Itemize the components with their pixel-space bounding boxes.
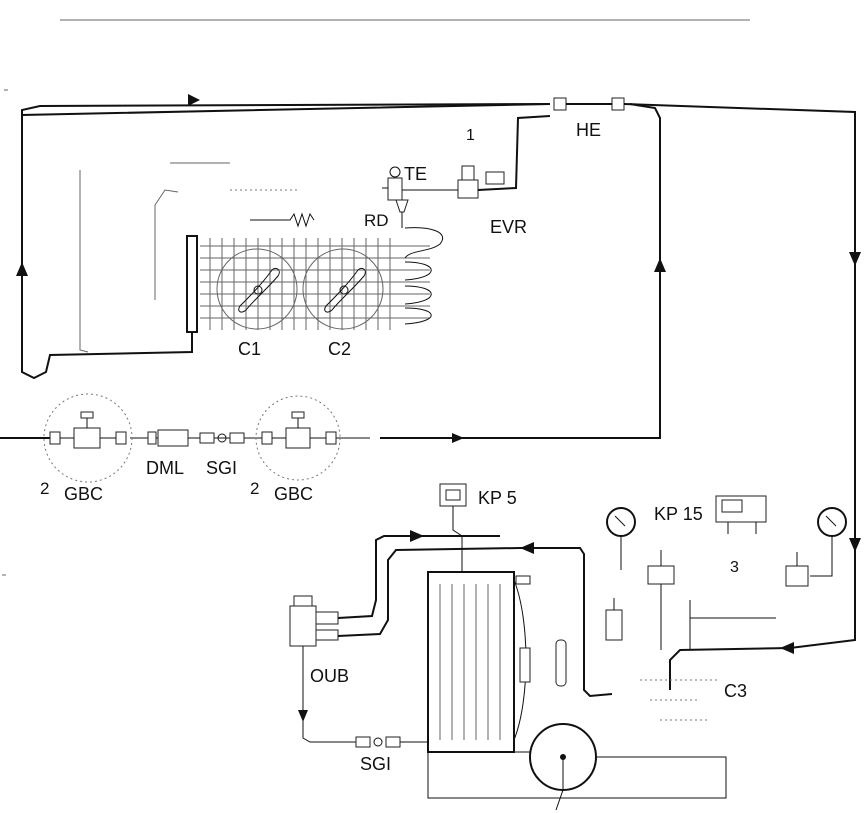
label-kp15: KP 15 <box>654 504 703 524</box>
evaporator-coil <box>200 227 443 330</box>
label-num3: 3 <box>730 559 739 576</box>
flow-arrow-middle <box>452 433 464 443</box>
ball-valve-gbc-right <box>255 395 341 481</box>
flow-arrow-right-mid <box>654 258 666 272</box>
flow-arrow-left-up <box>16 262 28 276</box>
flow-arrow-right-down2 <box>849 538 861 552</box>
pressure-gauge-right <box>810 507 847 577</box>
solenoid-valve-evr <box>430 115 551 199</box>
label-dml: DML <box>146 458 184 478</box>
label-he: HE <box>576 120 601 140</box>
label-num1: 1 <box>466 127 475 144</box>
label-kp5: KP 5 <box>478 488 517 508</box>
pressure-gauge-left <box>606 507 636 570</box>
heat-exchanger-he <box>553 97 625 111</box>
service-valve-center <box>647 550 675 585</box>
condenser-block <box>427 571 567 753</box>
label-gbc-right-number: 2 <box>250 479 259 498</box>
flow-arrow-right-left <box>780 642 794 654</box>
evaporator-housing <box>79 162 315 353</box>
sight-glass-sgi-bottom <box>355 736 401 748</box>
pressure-switch-kp15 <box>715 495 767 534</box>
flow-arrow-right-down1 <box>849 252 861 266</box>
suction-accumulator <box>605 584 720 721</box>
label-c1: C1 <box>238 339 261 359</box>
filter-drier-dml <box>147 429 200 447</box>
label-evr: EVR <box>490 217 527 237</box>
label-oub: OUB <box>310 666 349 686</box>
ball-valve-gbc-left <box>43 393 133 483</box>
label-gbc-right: GBC <box>274 484 313 504</box>
label-c2: C2 <box>328 339 351 359</box>
bottom-liquid-line <box>302 660 428 743</box>
right-suction-line <box>623 103 856 690</box>
label-te: TE <box>404 164 427 184</box>
flow-arrow-kp5-line <box>410 530 424 542</box>
flow-arrow-top <box>188 94 200 106</box>
expansion-valve-te <box>382 166 430 201</box>
service-valve-right <box>785 552 809 587</box>
oil-separator-oub <box>289 595 339 660</box>
distributor-rd <box>395 199 409 228</box>
label-c3: C3 <box>724 681 747 701</box>
unit-base <box>427 751 727 799</box>
compressor-c3 <box>529 723 597 811</box>
fan-c2 <box>302 248 384 330</box>
top-liquid-line <box>21 103 661 439</box>
label-gbc-left: GBC <box>64 484 103 504</box>
label-rd: RD <box>364 211 389 230</box>
label-gbc-left-number: 2 <box>40 479 49 498</box>
label-sgi-top: SGI <box>206 458 237 478</box>
flow-arrow-condenser-top <box>520 542 534 554</box>
sight-glass-sgi-top <box>199 432 245 444</box>
flow-arrow-oub-down <box>298 710 308 722</box>
fan-c1 <box>216 248 298 330</box>
label-sgi-bottom: SGI <box>360 754 391 774</box>
